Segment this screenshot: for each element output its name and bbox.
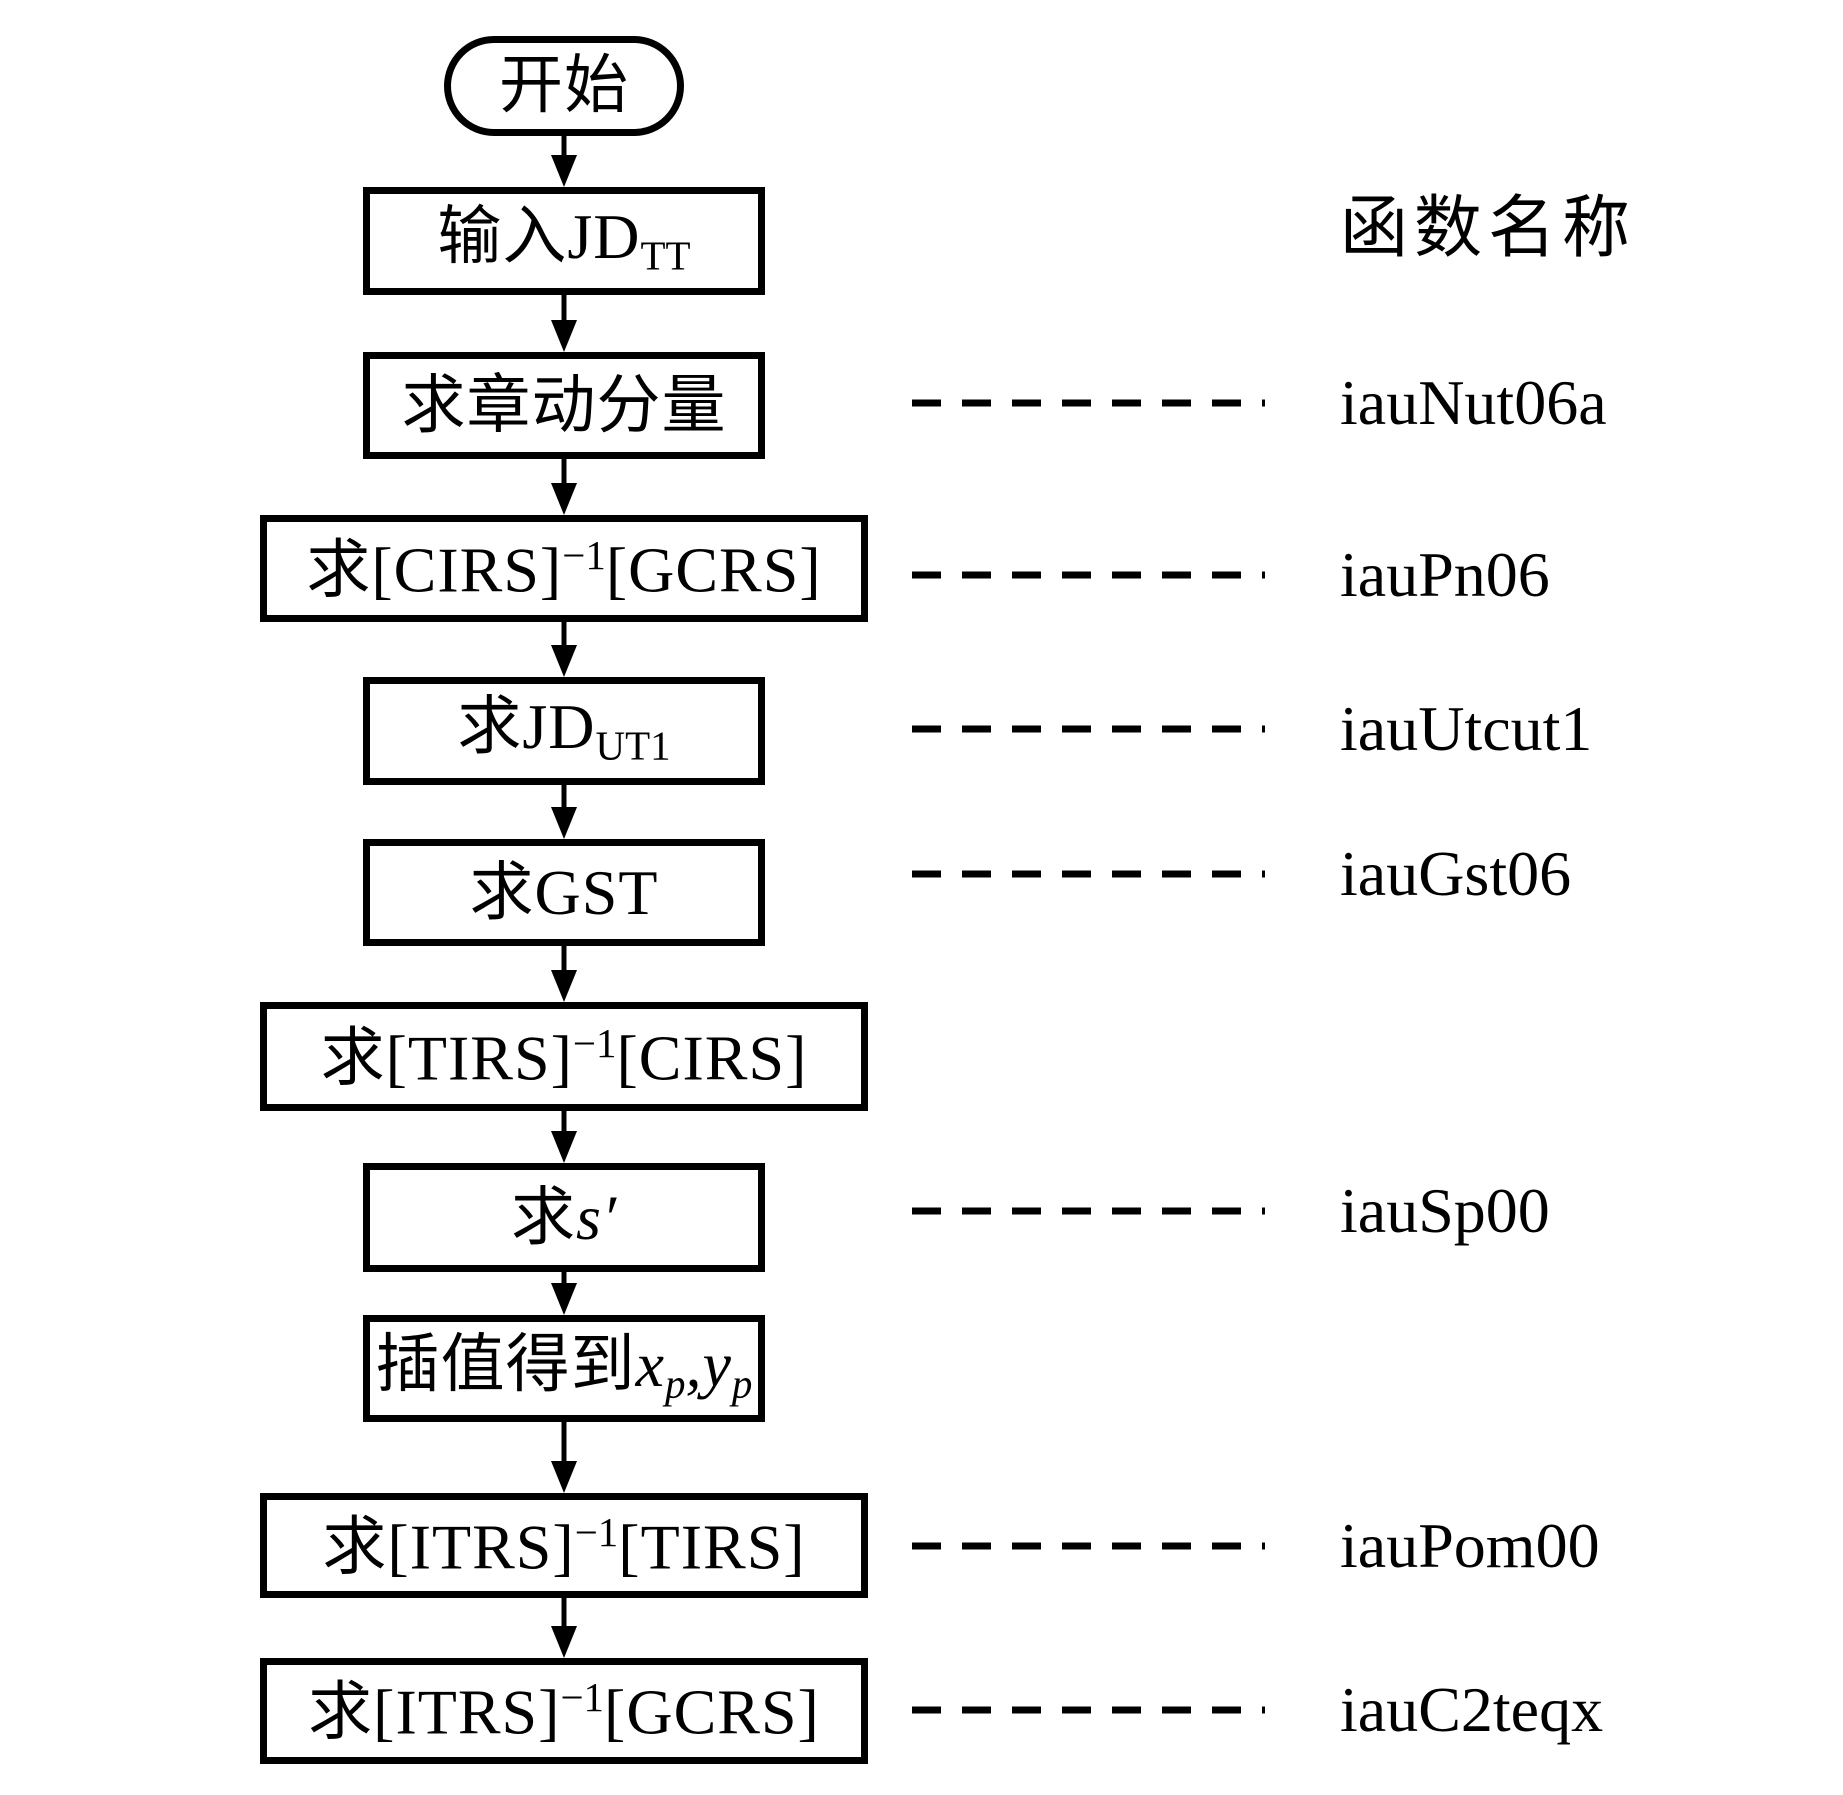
flow-node-interpolate-xp-yp-label: 插值得到xp,yp [375, 1328, 753, 1407]
flow-node-tirs-inv-cirs-label: 求[TIRS]−1[CIRS] [320, 1019, 808, 1094]
flow-arrow-head [551, 155, 577, 187]
flow-node-gst-label: 求GST [469, 856, 659, 928]
flow-node-gst: 求GST [363, 839, 765, 946]
flow-node-tirs-inv-cirs: 求[TIRS]−1[CIRS] [260, 1002, 868, 1111]
flow-node-jd-ut1: 求JDUT1 [363, 677, 765, 785]
flow-arrow-head [551, 807, 577, 839]
function-name-iausp00: iauSp00 [1340, 1175, 1550, 1246]
flow-node-input-jdtt-label: 输入JDTT [437, 201, 691, 279]
flow-node-s-prime-label: 求s′ [511, 1181, 617, 1253]
flow-arrow-head [551, 1131, 577, 1163]
flow-node-nutation-components: 求章动分量 [363, 352, 765, 459]
flow-node-cirs-inv-gcrs: 求[CIRS]−1[GCRS] [260, 515, 868, 622]
flow-arrow-head [551, 1461, 577, 1493]
flow-arrow-head [551, 320, 577, 352]
function-name-iauutcut1: iauUtcut1 [1340, 693, 1593, 764]
flow-node-itrs-inv-gcrs: 求[ITRS]−1[GCRS] [260, 1658, 868, 1764]
flow-arrow-heads [551, 155, 577, 1658]
function-name-iauc2teqx: iauC2teqx [1340, 1674, 1604, 1745]
flow-node-itrs-inv-gcrs-label: 求[ITRS]−1[GCRS] [308, 1674, 820, 1748]
function-names-header: 函数名称 [1340, 190, 1637, 266]
flow-node-start: 开始 [444, 36, 684, 136]
flow-arrow-head [551, 1626, 577, 1658]
function-name-iaunut06a: iauNut06a [1340, 367, 1607, 438]
function-name-iaupom00: iauPom00 [1340, 1510, 1600, 1581]
flow-node-itrs-inv-tirs: 求[ITRS]−1[TIRS] [260, 1493, 868, 1598]
flow-node-jd-ut1-label: 求JDUT1 [457, 691, 671, 769]
function-name-iaupn06: iauPn06 [1340, 539, 1550, 610]
flow-arrow-head [551, 645, 577, 677]
flow-node-s-prime: 求s′ [363, 1163, 765, 1272]
flow-arrow-head [551, 970, 577, 1002]
dashed-connectors [912, 399, 1265, 1714]
flow-node-interpolate-xp-yp: 插值得到xp,yp [363, 1315, 765, 1422]
flow-arrow-head [551, 483, 577, 515]
flow-node-input-jdtt: 输入JDTT [363, 187, 765, 295]
flow-node-itrs-inv-tirs-label: 求[ITRS]−1[TIRS] [322, 1508, 806, 1583]
flow-arrow-head [551, 1283, 577, 1315]
function-name-iaugst06: iauGst06 [1340, 838, 1572, 909]
flow-node-cirs-inv-gcrs-label: 求[CIRS]−1[GCRS] [306, 531, 822, 606]
flow-node-start-label: 开始 [499, 50, 629, 121]
flow-node-nutation-components-label: 求章动分量 [401, 369, 727, 441]
